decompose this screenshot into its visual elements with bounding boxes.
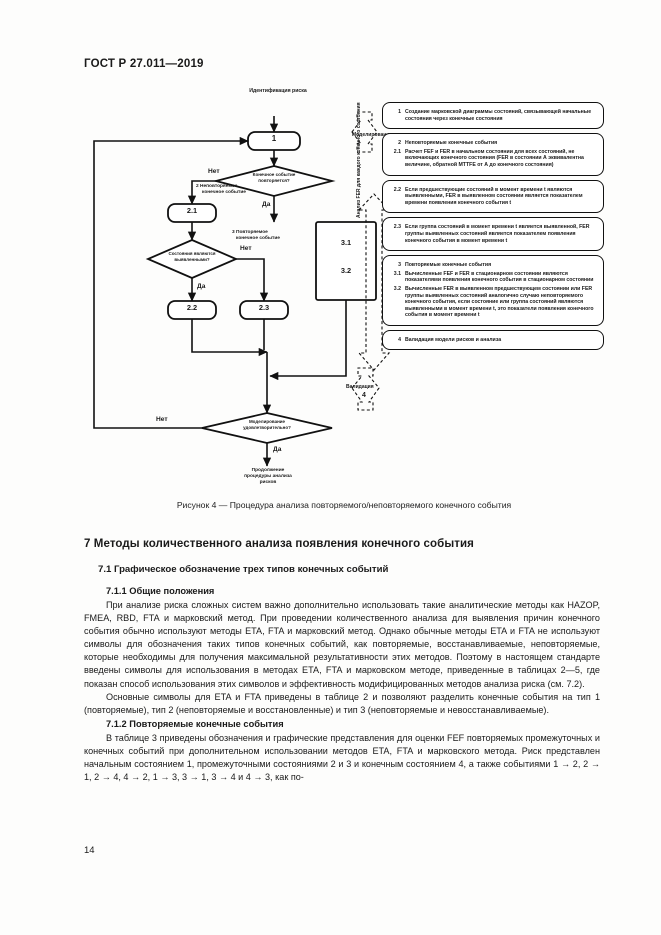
flow-label-no-1: Нет <box>208 168 220 175</box>
flow-decision-detected-label-1: Состояния являются <box>168 251 216 256</box>
figure-panel-item: 1 Создание марковской диаграммы состояний… <box>388 109 597 122</box>
figure-panel-item-text: Повторяемые конечные события <box>405 262 492 269</box>
figure-caption: Рисунок 4 — Процедура анализа повторяемо… <box>176 500 512 510</box>
figure-panel-item-text: Неповторяемые конечные события <box>405 140 498 147</box>
side-label-modeling: Моделирование <box>352 132 393 138</box>
side-arrow-validation <box>351 367 380 411</box>
subsection-heading-7-1-1: 7.1.1 Общие положения <box>106 586 215 596</box>
flow-node-2-3 <box>239 300 289 320</box>
flow-label-no-3: Нет <box>156 416 168 423</box>
figure-panel-box: 2 Неповторяемые конечные события 2.1 Расчет… <box>382 133 604 176</box>
flow-decision-repeat-label-1: Конечное событие <box>252 172 296 177</box>
side-label-validation: Валидация <box>346 384 374 390</box>
flow-decision-detected-label-2: выявленными? <box>174 257 210 262</box>
figure-panel-item-number: 2.1 <box>393 148 401 155</box>
flow-decision-model-label-2: удовлетворительно? <box>243 425 291 430</box>
figure-panel-item-text: Расчет FEF и FER в начальном состоянии д… <box>405 148 584 168</box>
figure-panel-item-text: Вычисленные FEF и FER в стационарном сос… <box>405 270 594 284</box>
flow-decision-detected <box>145 239 239 279</box>
subsection-heading-7-1-2: 7.1.2 Повторяемые конечные события <box>106 718 284 729</box>
flow-node-2-3-label: 2.3 <box>258 303 270 312</box>
document-standard-id: ГОСТ Р 27.011—2019 <box>84 58 204 70</box>
flow-start-label: Идентификация риска <box>249 88 307 94</box>
document-body: 7 Методы количественного анализа появлен… <box>84 538 600 784</box>
flow-branch3-title-1: 3 Повторяемое <box>232 230 268 235</box>
flow-end-label-2: процедуры анализа <box>244 474 292 479</box>
flow-end-label-3: рисков <box>259 480 277 485</box>
flow-decision-model-ok <box>201 412 333 444</box>
figure-panel-item-number: 3 <box>398 262 401 269</box>
flow-branch2-title-1: 2 Неповторяемое <box>196 184 238 189</box>
figure-panel-item: 3.2 Вычисленные FER в выявленном предшест… <box>388 286 597 319</box>
figure-panel-item-number: 2 <box>398 140 401 147</box>
figure-panel-box: 1 Создание марковской диаграммы состояний… <box>382 102 604 130</box>
figure-panel-item-number: 2.3 <box>393 224 401 231</box>
figure-panel-box: 2.2 Если предшествующие состояний в момен… <box>382 179 604 214</box>
paragraph-basic-symbols: Основные символы для ETA и FTA приведены… <box>84 691 600 715</box>
figure-4-container: Идентификация риска 1 Конечное событие п… <box>84 88 604 510</box>
figure-panel-item: 3 Повторяемые конечные события <box>388 262 597 269</box>
figure-panel-item: 2 Неповторяемые конечные события <box>388 140 597 147</box>
section-heading-7: 7 Методы количественного анализа появлен… <box>84 538 474 550</box>
figure-panel-item: 4 Валидация модели рисков и анализа <box>388 337 597 344</box>
side-arrow-modeling <box>351 111 378 153</box>
figure-panel-item: 2.3 Если группа состояний в момент времен… <box>388 224 597 244</box>
figure-panel-item-number: 3.1 <box>393 270 401 277</box>
figure-panel-list: 1 Создание марковской диаграммы состояний… <box>382 102 604 354</box>
flow-node-1-label: 1 <box>271 134 277 143</box>
paragraph-general-provisions: При анализе риска сложных систем важно д… <box>84 600 600 689</box>
figure-panel-item-number: 2.2 <box>393 186 401 193</box>
flow-node-3-1-label: 3.1 <box>340 238 352 247</box>
figure-panel-item: 2.1 Расчет FEF и FER в начальном состояни… <box>388 149 597 169</box>
flow-node-2-1-label: 2.1 <box>186 206 198 215</box>
side-arrow-fer-analysis <box>357 193 391 371</box>
flow-node-3-group <box>315 221 377 301</box>
side-label-fer-analysis: Анализ FER для каждого конечного состоян… <box>356 102 362 218</box>
figure-panel-item-text: Создание марковской диаграммы состояний,… <box>405 109 592 122</box>
flow-branch2-title-2: конечное событие <box>202 190 246 195</box>
flow-branch3-title-2: конечное событие <box>236 236 280 241</box>
flow-node-3-2-label: 3.2 <box>340 266 352 275</box>
paragraph-repeatable-events: В таблице 3 приведены обозначения и граф… <box>84 732 600 783</box>
figure-panel-item-number: 4 <box>398 336 401 343</box>
figure-panel-item-number: 3.2 <box>393 285 401 292</box>
side-label-validation-number: 4 <box>362 392 366 399</box>
flow-decision-model-label-1: Моделирование <box>248 419 286 424</box>
flowchart-diagram <box>93 111 391 467</box>
figure-panel-box: 4 Валидация модели рисков и анализа <box>382 329 604 351</box>
figure-panel-item-number: 1 <box>398 109 401 115</box>
flow-decision-repeat <box>212 165 336 197</box>
figure-panel-item: 3.1 Вычисленные FEF и FER в стационарном … <box>388 271 597 284</box>
flow-node-1 <box>247 131 301 151</box>
flow-node-2-2 <box>167 300 217 320</box>
flow-label-yes-1: Да <box>262 201 271 208</box>
figure-panel-item-text: Если предшествующие состояний в момент в… <box>405 186 583 206</box>
flow-decision-repeat-label-2: повторяется? <box>258 178 290 183</box>
flow-node-2-1 <box>167 203 217 223</box>
flow-label-yes-2: Да <box>197 283 206 290</box>
flow-node-2-2-label: 2.2 <box>186 303 198 312</box>
page-number: 14 <box>84 845 95 856</box>
subsection-heading-7-1: 7.1 Графическое обозначение трех типов к… <box>98 564 389 575</box>
figure-panel-item-text: Вычисленные FER в выявленном предшествую… <box>405 285 594 319</box>
figure-panel-box: 2.3 Если группа состояний в момент времен… <box>382 217 604 252</box>
flow-label-no-2: Нет <box>240 245 252 252</box>
figure-panel-item: 2.2 Если предшествующие состояний в момен… <box>388 187 597 207</box>
figure-panel-item-text: Валидация модели рисков и анализа <box>405 336 502 343</box>
flow-end-label-1: Продолжение <box>251 468 285 473</box>
figure-panel-item-text: Если группа состояний в момент времени t… <box>405 224 590 244</box>
flow-label-yes-3: Да <box>273 446 282 453</box>
